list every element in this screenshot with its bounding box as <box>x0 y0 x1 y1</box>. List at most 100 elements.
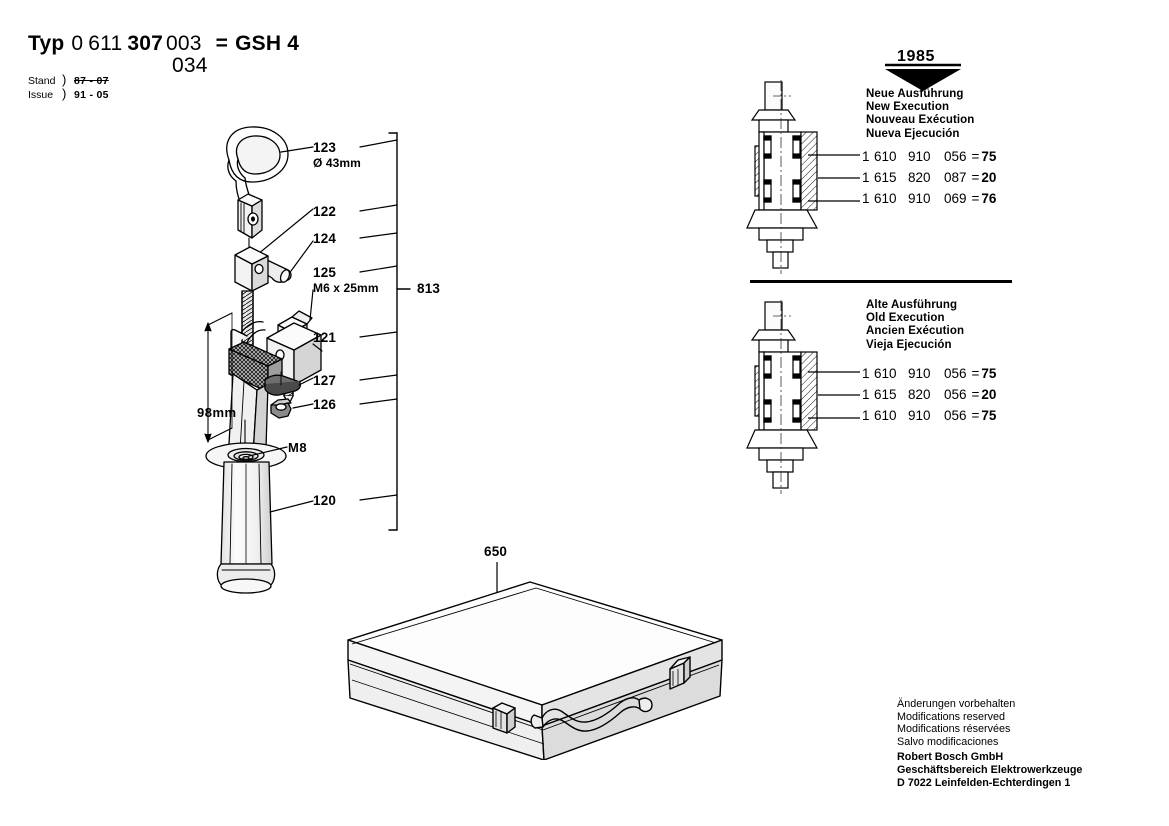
pn-new-3-c: 910 <box>908 191 931 206</box>
callout-123: 123 Ø 43mm <box>313 141 361 170</box>
lang-fr-new: Nouveau Exécution <box>866 114 975 127</box>
footer-disclaimer-en: Modifications reserved <box>897 710 1006 723</box>
pn-old-2-d: 056 <box>944 387 967 402</box>
part-row-new-1: 1 610 910 056 = 75 <box>862 146 996 167</box>
lang-de-old: Alte Ausführung <box>866 299 958 311</box>
footer-division: Geschäftsbereich Elektrowerkzeuge <box>897 763 1083 776</box>
old-execution-leader-lines <box>806 365 866 435</box>
callout-650-number: 650 <box>484 544 508 559</box>
lang-en-new: New Execution <box>866 101 950 114</box>
pn-old-3-c: 910 <box>908 408 931 423</box>
typ-variant-1: 003 <box>166 32 202 55</box>
lang-es-new: Nueva Ejecución <box>866 127 960 140</box>
issue-brace-bottom: ) <box>62 85 67 101</box>
pn-old-3-b: 610 <box>874 408 897 423</box>
callout-125-number: 125 <box>313 265 337 280</box>
pn-new-1-d: 056 <box>944 149 967 164</box>
panel-new-execution-languages: Neue Ausführung New Execution Nouveau Ex… <box>866 88 974 141</box>
callout-122: 122 <box>313 205 336 219</box>
pn-new-1-c: 910 <box>908 149 931 164</box>
pn-new-2-a: 1 <box>862 170 870 185</box>
part-row-old-3: 1 610 910 056 = 75 <box>862 405 996 426</box>
lang-es-old: Vieja Ejecución <box>866 338 952 351</box>
pn-old-3-a: 1 <box>862 408 870 423</box>
pn-new-3-b: 610 <box>874 191 897 206</box>
issue-label-en: Issue <box>28 88 54 101</box>
part-120-handle-grip <box>216 461 276 594</box>
footer-disclaimer-de: Änderungen vorbehalten <box>897 698 1016 710</box>
dimension-98mm <box>204 312 233 443</box>
callout-127: 127 <box>313 374 336 388</box>
footer-company: Robert Bosch GmbH <box>897 751 1004 764</box>
type-number-line: Typ 0 611 307 003 = GSH 4 <box>28 32 299 56</box>
footer-disclaimer-fr: Modifications réservées <box>897 723 1011 736</box>
pn-new-2-qty: 20 <box>981 170 997 185</box>
year-arrow-marker <box>880 62 966 92</box>
part-row-new-2: 1 615 820 087 = 20 <box>862 167 996 188</box>
issue-row-stand: Stand ) 87 - 07 <box>28 72 109 88</box>
pn-new-3-a: 1 <box>862 191 870 206</box>
pn-new-1-eq: = <box>971 149 980 164</box>
typ-group-2: 307 <box>127 32 164 55</box>
dimension-98mm-text: 98mm <box>197 405 237 420</box>
footer-disclaimer-es: Salvo modificaciones <box>897 735 999 748</box>
part-row-new-3: 1 610 910 069 = 76 <box>862 188 996 209</box>
callout-123-spec: Ø 43mm <box>313 155 361 170</box>
pn-old-2-b: 615 <box>874 387 897 402</box>
pn-new-2-d: 087 <box>944 170 967 185</box>
pn-old-1-a: 1 <box>862 366 870 381</box>
pn-old-1-d: 056 <box>944 366 967 381</box>
lang-en-old: Old Execution <box>866 312 945 325</box>
pn-new-3-d: 069 <box>944 191 967 206</box>
part-127-plate <box>264 374 301 396</box>
pn-old-3-qty: 75 <box>981 408 997 423</box>
callout-813-number: 813 <box>417 281 441 296</box>
issue-date-block: Stand ) 87 - 07 Issue ) 91 - 05 <box>28 72 109 101</box>
pn-new-3-qty: 76 <box>981 191 997 206</box>
pn-new-3-eq: = <box>971 191 980 206</box>
pn-old-3-d: 056 <box>944 408 967 423</box>
pn-old-2-eq: = <box>971 387 980 402</box>
chisel-blade <box>228 320 283 456</box>
bracket-813 <box>388 132 411 531</box>
callout-125: 125 M6 x 25mm <box>313 266 379 295</box>
panel-year-1985: 1985 <box>897 48 935 65</box>
issue-label-de: Stand <box>28 75 56 87</box>
typ-number-prefix: 0 <box>71 32 84 55</box>
dimension-98mm-label: 98mm <box>197 404 237 422</box>
pn-new-2-c: 820 <box>908 170 931 185</box>
part-row-old-2: 1 615 820 056 = 20 <box>862 384 996 405</box>
pn-new-1-a: 1 <box>862 149 870 164</box>
cross-section-old-execution <box>745 300 865 495</box>
pn-old-2-c: 820 <box>908 387 931 402</box>
pn-old-1-eq: = <box>971 366 980 381</box>
panel-divider <box>750 280 1012 283</box>
tool-case-drawing <box>330 530 750 760</box>
document-footer: Änderungen vorbehalten Modifications res… <box>897 698 1082 789</box>
issue-date-old: 87 - 07 <box>74 75 109 87</box>
thread-spec-m8-text: M8 <box>288 440 308 455</box>
callout-124: 124 <box>313 232 336 246</box>
old-execution-part-list: 1 610 910 056 = 75 1 615 820 056 = 20 1 … <box>862 363 996 426</box>
thread-spec-m8: M8 <box>288 440 307 455</box>
new-execution-leader-lines <box>806 148 866 218</box>
cross-section-new-execution <box>745 80 865 275</box>
callout-126-number: 126 <box>313 397 337 412</box>
callout-127-number: 127 <box>313 373 337 388</box>
callout-813: 813 <box>417 282 440 296</box>
issue-date-current: 91 - 05 <box>74 88 109 101</box>
panel-new-execution-header: 1985 <box>897 48 935 66</box>
typ-group-1: 611 <box>88 32 123 55</box>
typ-equals-sign: = <box>215 32 229 55</box>
callout-120: 120 <box>313 494 336 508</box>
document-header: Typ 0 611 307 003 = GSH 4 034 <box>28 32 299 78</box>
callout-122-number: 122 <box>313 204 337 219</box>
part-row-old-1: 1 610 910 056 = 75 <box>862 363 996 384</box>
upper-clamp-block <box>234 246 269 292</box>
pn-old-1-b: 610 <box>874 366 897 381</box>
issue-brace-top: ) <box>62 72 67 87</box>
pn-old-2-qty: 20 <box>981 387 997 402</box>
pn-old-1-c: 910 <box>908 366 931 381</box>
pn-old-1-qty: 75 <box>981 366 997 381</box>
